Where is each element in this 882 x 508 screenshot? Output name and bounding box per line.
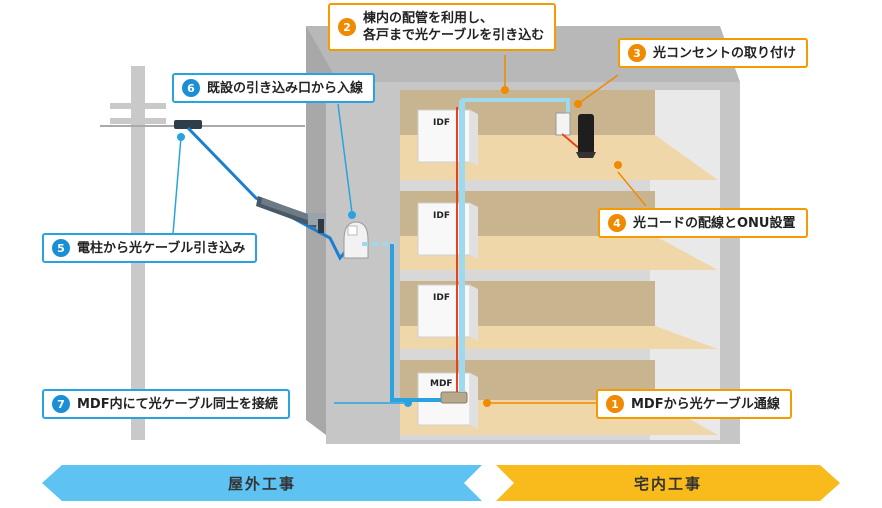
indoor-work-label: 宅内工事 <box>633 474 702 493</box>
step-number-badge: 2 <box>338 18 356 36</box>
entry-point <box>343 221 441 402</box>
outdoor-work-label: 屋外工事 <box>227 474 296 493</box>
outdoor-work-banner: 屋外工事 <box>42 465 482 501</box>
callout-step-6: 6 既設の引き込み口から入線 <box>172 73 376 103</box>
step-number-badge: 7 <box>52 395 70 413</box>
mdf-label: MDF <box>430 379 453 389</box>
idf-label-3: IDF <box>433 211 450 221</box>
callout-text: MDFから光ケーブル通線 <box>631 396 780 412</box>
callout-text: 既設の引き込み口から入線 <box>207 80 364 96</box>
step-number-badge: 5 <box>52 239 70 257</box>
optical-outlet <box>555 112 571 136</box>
step-number-badge: 3 <box>628 44 646 62</box>
callout-line-2: 各戸まで光ケーブルを引き込む <box>363 28 545 43</box>
step-number-badge: 1 <box>606 395 624 413</box>
callout-text: 光コードの配線とONU設置 <box>633 215 796 231</box>
callout-step-1: 1 MDFから光ケーブル通線 <box>596 389 792 419</box>
onu-device <box>561 114 596 158</box>
callout-line-1: 棟内の配管を利用し、 <box>363 11 494 26</box>
callout-step-3: 3 光コンセントの取り付け <box>618 38 809 68</box>
indoor-work-banner: 宅内工事 <box>496 465 840 501</box>
step-number-badge: 6 <box>182 79 200 97</box>
callout-text: 光コンセントの取り付け <box>653 45 797 61</box>
callout-step-4: 4 光コードの配線とONU設置 <box>598 208 808 238</box>
drop-cable <box>186 126 357 261</box>
callout-step-7: 7 MDF内にて光ケーブル同士を接続 <box>42 389 290 419</box>
callout-text: MDF内にて光ケーブル同士を接続 <box>77 396 278 412</box>
step-number-badge: 4 <box>608 214 626 232</box>
idf-label-4: IDF <box>433 118 450 128</box>
callout-text: 棟内の配管を利用し、 各戸まで光ケーブルを引き込む <box>363 10 544 44</box>
indoor-fiber <box>456 98 570 392</box>
idf-label-2: IDF <box>433 293 450 303</box>
pole-closure <box>174 120 202 129</box>
callout-step-5: 5 電柱から光ケーブル引き込み <box>42 233 258 263</box>
leader-lines <box>172 55 647 407</box>
callout-text: 電柱から光ケーブル引き込み <box>77 240 246 256</box>
callout-step-2: 2 棟内の配管を利用し、 各戸まで光ケーブルを引き込む <box>328 3 557 51</box>
